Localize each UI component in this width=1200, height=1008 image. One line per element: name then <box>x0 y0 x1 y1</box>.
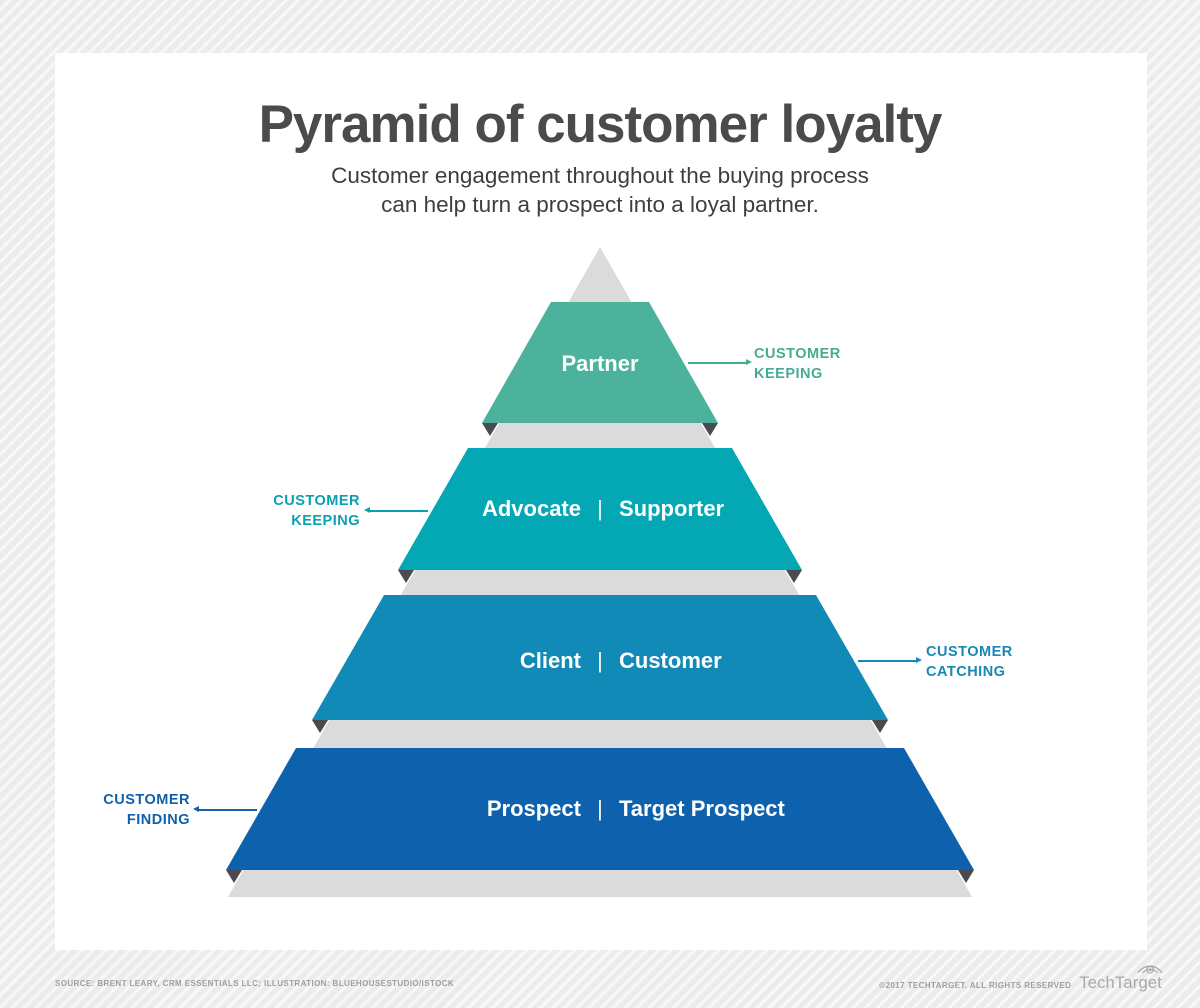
callout-keeping-left: CUSTOMER KEEPING <box>240 491 360 531</box>
subtitle-line-1: Customer engagement throughout the buyin… <box>331 163 869 188</box>
callout-catching-arrow-icon <box>916 657 922 663</box>
callout-keeping-right-line2: KEEPING <box>754 366 823 382</box>
layer-label-prospect-left: Prospect <box>486 796 581 821</box>
layer-label-prospect: Prospect | Target Prospect <box>0 794 1200 824</box>
layer-label-separator: | <box>597 648 603 673</box>
callout-keeping-left-line <box>370 510 428 512</box>
layer-client <box>312 595 888 720</box>
callout-finding-arrow-icon <box>193 806 199 812</box>
callout-keeping-left-line1: CUSTOMER <box>273 493 360 509</box>
callout-catching: CUSTOMER CATCHING <box>926 642 1013 682</box>
callout-keeping-left-line2: KEEPING <box>291 513 360 529</box>
footer-right: ©2017 TECHTARGET. ALL RIGHTS RESERVED Te… <box>879 965 1163 993</box>
layer-label-separator: | <box>597 496 603 521</box>
fold-notch-client-left <box>312 720 328 733</box>
pyramid-silhouette <box>228 247 972 897</box>
layer-label-advocate-left: Advocate <box>481 496 581 521</box>
callout-keeping-right-arrow-icon <box>746 359 752 365</box>
footer-copyright: ©2017 TECHTARGET. ALL RIGHTS RESERVED <box>879 981 1072 990</box>
techtarget-logo: TechTarget <box>1079 965 1163 993</box>
layer-label-client-right: Customer <box>619 648 722 673</box>
callout-keeping-left-arrow-icon <box>364 507 370 513</box>
layer-label-advocate: Advocate | Supporter <box>0 494 1200 524</box>
subtitle-line-2: can help turn a prospect into a loyal pa… <box>381 192 819 217</box>
fold-notch-partner-right <box>702 423 718 436</box>
callout-keeping-right-line <box>688 362 746 364</box>
layer-label-client: Client | Customer <box>0 646 1200 676</box>
callout-catching-line <box>858 660 916 662</box>
layer-label-advocate-right: Supporter <box>619 496 725 521</box>
fold-notch-partner-left <box>482 423 498 436</box>
fold-notch-advocate-left <box>398 570 414 583</box>
page-title: Pyramid of customer loyalty <box>258 95 943 154</box>
fold-notch-prospect-left <box>226 870 242 883</box>
callout-keeping-right-line1: CUSTOMER <box>754 346 841 362</box>
callout-finding-line <box>199 809 257 811</box>
callout-keeping-right: CUSTOMER KEEPING <box>754 344 841 384</box>
footer-source-credit: SOURCE: BRENT LEARY, CRM ESSENTIALS LLC;… <box>55 979 455 988</box>
fold-notch-advocate-right <box>786 570 802 583</box>
layer-advocate <box>398 448 802 570</box>
layer-label-prospect-right: Target Prospect <box>619 796 785 821</box>
fold-notch-prospect-right <box>958 870 974 883</box>
layer-label-separator: | <box>597 796 603 821</box>
subtitle: Customer engagement throughout the buyin… <box>0 161 1200 219</box>
layer-label-partner: Partner <box>0 349 1200 379</box>
callout-catching-line2: CATCHING <box>926 664 1006 680</box>
layer-partner <box>482 302 718 423</box>
callout-finding-line2: FINDING <box>126 812 190 828</box>
callout-catching-line1: CUSTOMER <box>926 644 1013 660</box>
layer-prospect <box>226 748 974 870</box>
techtarget-eye-icon <box>1137 965 1163 974</box>
layer-label-partner-text: Partner <box>561 351 639 376</box>
layer-label-client-left: Client <box>519 648 581 673</box>
callout-finding: CUSTOMER FINDING <box>70 790 190 830</box>
techtarget-logo-text: TechTarget <box>1079 974 1162 992</box>
fold-notch-client-right <box>872 720 888 733</box>
callout-finding-line1: CUSTOMER <box>103 792 190 808</box>
